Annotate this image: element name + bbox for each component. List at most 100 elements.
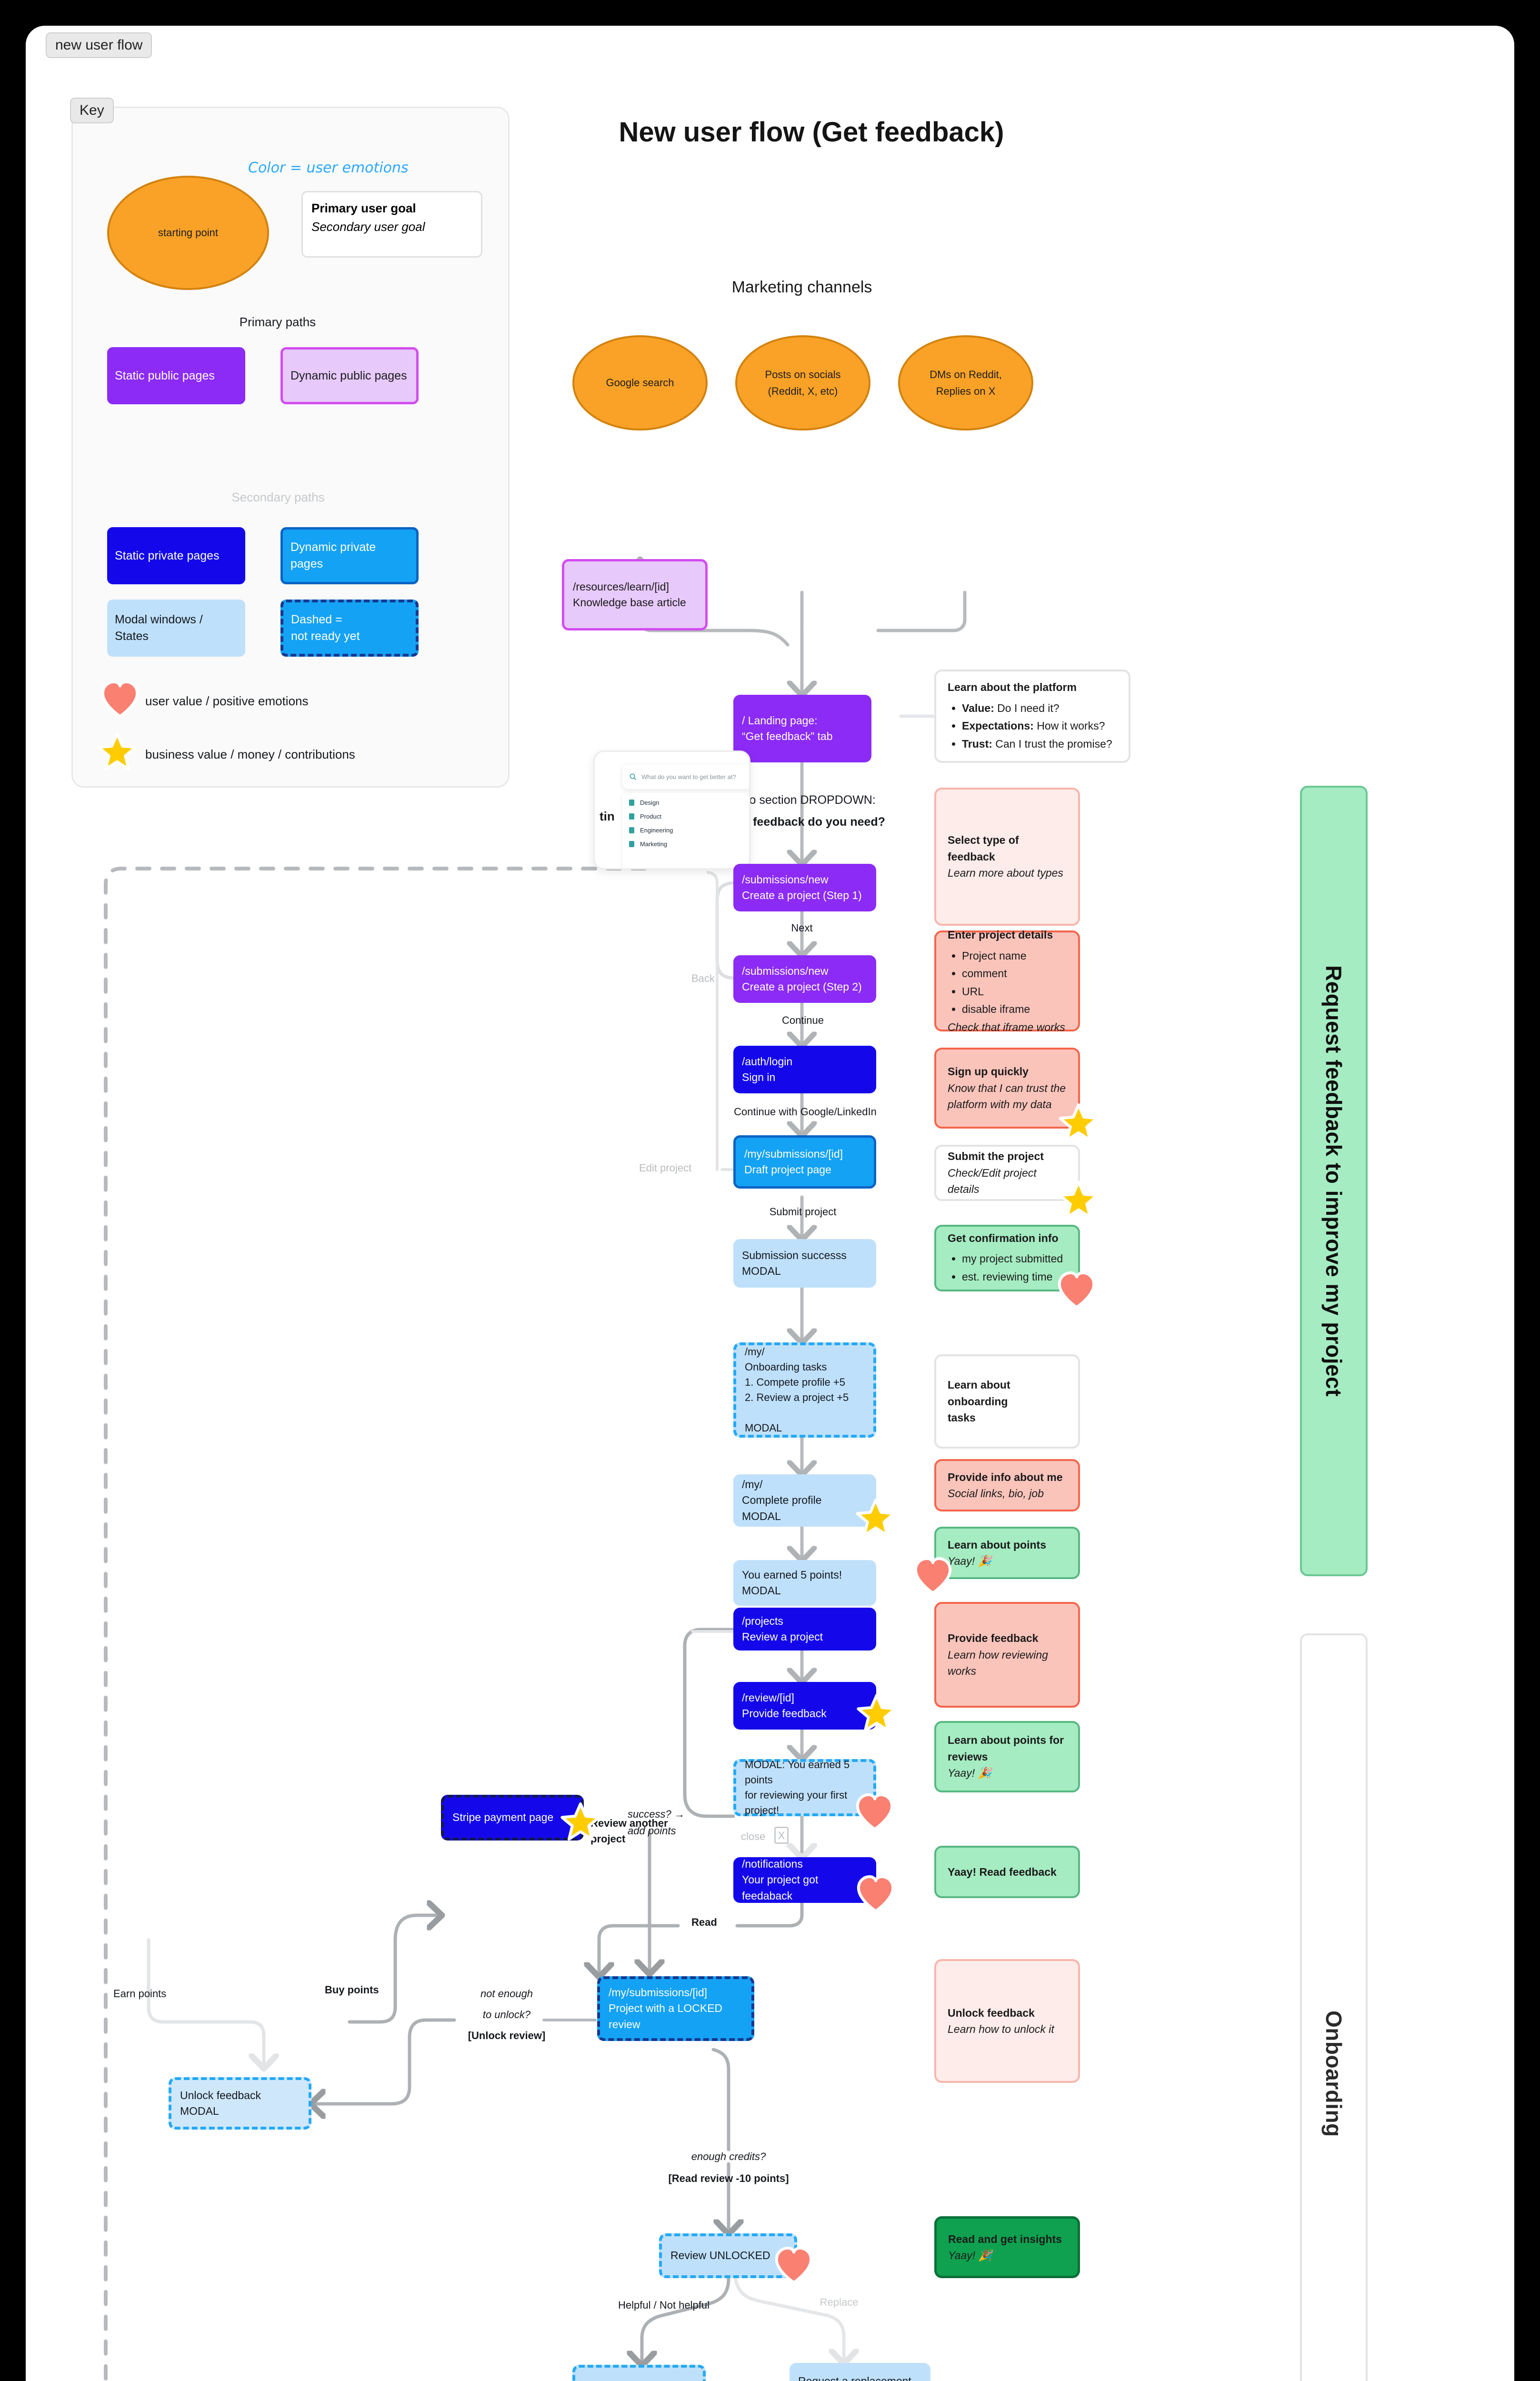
list-item[interactable]: Marketing › [622, 837, 749, 851]
marketing-channels-title: Marketing channels [731, 278, 872, 296]
star-icon [97, 732, 137, 770]
thumbnail-search-bar[interactable]: What do you want to get better at? › [622, 764, 749, 789]
node-stripe-payment-page[interactable]: Stripe payment page [441, 1795, 584, 1841]
edge-label-review-another: Review another project [590, 1817, 668, 1845]
channel-google-search: Google search [572, 335, 708, 430]
channel-dms-replies: DMs on Reddit, Replies on X [898, 335, 1033, 430]
node-you-earned-5-points[interactable]: You earned 5 points! MODAL [733, 1560, 876, 1606]
note-title: Yaay! Read feedback [948, 1865, 1057, 1878]
list-item[interactable]: Product › [622, 810, 749, 823]
edge-label-enough-credits: enough credits? [691, 2151, 766, 2162]
engineering-icon [629, 827, 634, 833]
marketing-icon [629, 841, 634, 847]
edge-label-next: Next [791, 922, 813, 934]
list-item-label: Design [640, 799, 660, 806]
node-review-rated[interactable]: Review RATED [572, 2365, 706, 2381]
edge-label-close: close [741, 1831, 766, 1842]
node-knowledge-base-article[interactable]: /resources/learn/[id] Knowledge base art… [562, 559, 708, 630]
close-icon[interactable]: X [774, 1827, 789, 1844]
note-learn-about-onboarding-tasks: Learn about onboarding tasks [934, 1354, 1080, 1449]
flow-board: new user flow New user flow (Get feedbac… [26, 26, 1514, 2381]
node-submissions-new-step1[interactable]: /submissions/new Create a project (Step … [733, 864, 876, 911]
edge-label-back: Back [691, 972, 715, 984]
node-project-locked-review[interactable]: /my/submissions/[id] Project with a LOCK… [597, 1976, 754, 2041]
note-get-confirmation-info: Get confirmation info my project submitt… [934, 1225, 1080, 1291]
node-complete-profile[interactable]: /my/ Complete profile MODAL [733, 1474, 876, 1527]
note-learn-about-points-for-reviews: Learn about points for reviews Yaay! 🎉 [934, 1721, 1080, 1792]
note-bullet: Project name [962, 948, 1067, 964]
key-dynamic-private-pages: Dynamic private pages [280, 527, 419, 584]
node-draft-project-page[interactable]: /my/submissions/[id] Draft project page [733, 1135, 876, 1189]
edge-label-success-add-points: success? → add points [628, 1808, 685, 1837]
node-onboarding-tasks[interactable]: /my/ Onboarding tasks 1. Compete profile… [733, 1342, 876, 1438]
node-review-provide-feedback[interactable]: /review/[id] Provide feedback [733, 1682, 876, 1730]
note-title: Learn about points [948, 1538, 1046, 1551]
node-modal-earned-5-points[interactable]: MODAL: You earned 5 points for reviewing… [733, 1759, 876, 1816]
key-handwritten-note: Color = user emotions [248, 160, 409, 176]
note-title: Learn about points for reviews [948, 1734, 1064, 1763]
note-bullet: Expectations: How it works? [962, 718, 1117, 734]
node-submission-success[interactable]: Submission successs MODAL [733, 1239, 876, 1288]
note-provide-feedback: Provide feedback Learn how reviewing wor… [934, 1602, 1080, 1708]
note-title: Provide feedback [948, 1632, 1039, 1645]
key-panel: Key Color = user emotions starting point… [70, 98, 510, 788]
note-submit-the-project: Submit the project Check/Edit project de… [934, 1145, 1080, 1201]
note-title: Provide info about me [948, 1471, 1063, 1483]
note-title: Unlock feedback [948, 2006, 1035, 2019]
list-item[interactable]: Engineering › [622, 823, 749, 837]
note-select-type-of-feedback: Select type of feedback Learn more about… [934, 788, 1080, 926]
star-icon [856, 1499, 896, 1537]
page-title: New user flow (Get feedback) [619, 117, 1004, 148]
note-bullet: URL [962, 983, 1067, 1000]
primary-user-goal: Primary user goal [311, 201, 416, 215]
note-title: Select type of feedback [948, 834, 1019, 863]
heart-icon [914, 1557, 952, 1595]
list-item-label: Marketing [640, 840, 668, 848]
note-title: Read and get insights [948, 2232, 1062, 2245]
list-item-label: Product [640, 813, 661, 820]
note-title: Enter project details [948, 929, 1053, 941]
list-item[interactable]: Design › [622, 796, 749, 810]
star-icon [560, 1802, 600, 1841]
note-title: Learn about the platform [948, 681, 1077, 693]
edge-label-continue-google: Continue with Google/LinkedIn [734, 1106, 877, 1118]
edge-label-read: Read [691, 1916, 717, 1928]
note-title: Get confirmation info [948, 1231, 1059, 1244]
edge-label-submit-project: Submit project [769, 1206, 837, 1218]
note-bullet: disable iframe [962, 1001, 1067, 1018]
band-label: Onboarding [1321, 2011, 1346, 2137]
key-star-label: business value / money / contributions [145, 747, 355, 761]
key-static-public-pages: Static public pages [107, 347, 245, 404]
note-bullet: Value: Do I need it? [962, 700, 1117, 717]
node-auth-login[interactable]: /auth/login Sign in [733, 1046, 876, 1093]
window-tab[interactable]: new user flow [46, 32, 152, 58]
star-icon [857, 1694, 897, 1732]
hero-dropdown-screenshot: tin What do you want to get better at? ›… [593, 750, 750, 870]
node-submissions-new-step2[interactable]: /submissions/new Create a project (Step … [733, 955, 876, 1003]
heart-icon [1058, 1271, 1096, 1309]
thumbnail-search-placeholder: What do you want to get better at? [641, 773, 736, 780]
product-icon [629, 813, 634, 820]
note-bullet: est. reviewing time [962, 1269, 1067, 1285]
node-projects-review-a-project[interactable]: /projects Review a project [733, 1608, 876, 1651]
node-landing-page[interactable]: / Landing page: “Get feedback” tab [733, 695, 871, 762]
heart-icon [775, 2246, 813, 2284]
key-static-private-pages: Static private pages [107, 527, 245, 584]
note-sub: Learn how to unlock it [948, 2023, 1054, 2035]
edge-label-read-review-cost: [Read review -10 points] [668, 2172, 789, 2184]
note-read-and-get-insights: Read and get insights Yaay! 🎉 [934, 2216, 1080, 2278]
note-sub: Learn more about types [948, 867, 1063, 880]
note-sub: Yaay! 🎉 [948, 1555, 992, 1567]
note-sign-up-quickly: Sign up quickly Know that I can trust th… [934, 1048, 1080, 1129]
note-sub: Check that iframe works [948, 1020, 1065, 1033]
node-request-replacement-modal[interactable]: Request a replacement MODAL [790, 2363, 930, 2381]
node-review-unlocked[interactable]: Review UNLOCKED [659, 2233, 797, 2278]
thumbnail-category-list: Design › Product › Engineering › Marketi… [622, 793, 749, 868]
secondary-paths-label: Secondary paths [231, 490, 325, 504]
note-yaay-read-feedback: Yaay! Read feedback [934, 1846, 1080, 1898]
node-unlock-feedback-modal[interactable]: Unlock feedback MODAL [169, 2077, 311, 2130]
node-notifications[interactable]: /notifications Your project got feedabac… [733, 1857, 876, 1903]
edge-label-continue: Continue [781, 1014, 824, 1026]
hero-dropdown-label-2: What feedback do you need? [720, 815, 885, 829]
star-icon [1059, 1103, 1099, 1141]
